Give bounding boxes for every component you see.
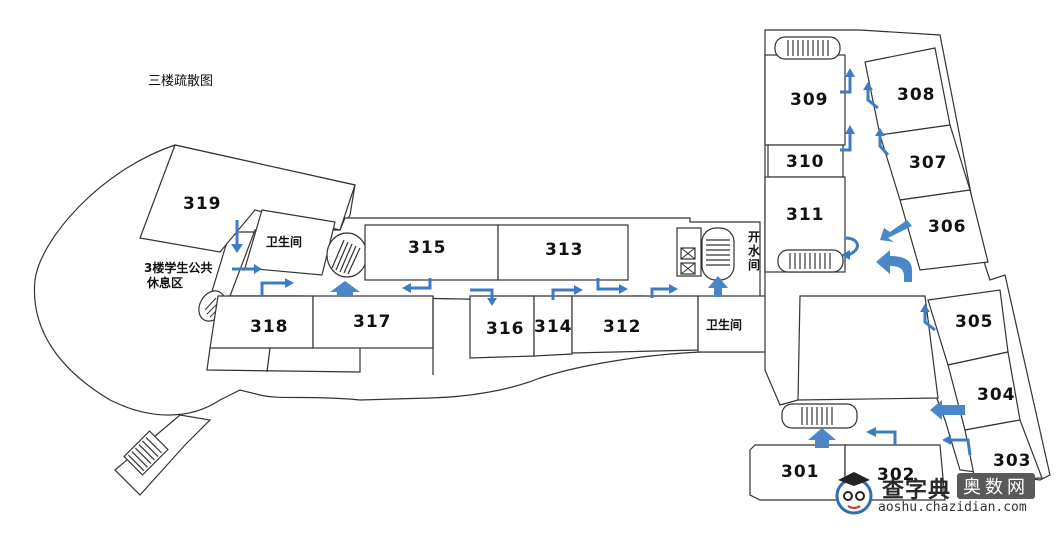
label-311: 311 <box>786 205 825 225</box>
watermark-name: 查字典 <box>882 478 952 503</box>
elevator-block <box>676 227 702 277</box>
label-lounge-1: 3楼学生公共 <box>144 260 212 275</box>
room-314 <box>533 295 573 357</box>
stair-center-west <box>326 232 368 278</box>
room-313 <box>497 224 629 281</box>
label-312: 312 <box>603 317 642 337</box>
label-lounge-2: 休息区 <box>146 275 183 290</box>
watermark-sub: 奥数网 <box>957 473 1035 499</box>
label-318: 318 <box>250 317 289 337</box>
stair-north <box>774 36 841 60</box>
label-water-2: 水 <box>748 243 761 258</box>
room-blank-east <box>797 295 939 401</box>
label-317: 317 <box>353 312 392 332</box>
label-310: 310 <box>786 152 825 172</box>
label-315: 315 <box>408 238 447 258</box>
label-305: 305 <box>955 312 994 332</box>
room-319 <box>139 144 356 253</box>
label-313: 313 <box>545 240 584 260</box>
stair-mid-east <box>777 249 844 273</box>
label-308: 308 <box>897 85 936 105</box>
label-319: 319 <box>183 194 222 214</box>
label-302: 302 <box>877 465 916 485</box>
mascot-icon <box>835 472 873 515</box>
label-toilet-right: 卫生间 <box>706 317 742 332</box>
label-309: 309 <box>790 90 829 110</box>
stair-center-east <box>701 227 735 281</box>
label-314: 314 <box>534 317 573 337</box>
evacuation-arrows <box>231 68 972 456</box>
label-316: 316 <box>486 319 525 339</box>
stair-south <box>781 403 858 429</box>
label-306: 306 <box>928 217 967 237</box>
room-303 <box>964 419 1043 481</box>
room-306 <box>899 189 989 271</box>
watermark: 查字典 奥数网 aoshu.chazidian.com <box>832 466 1054 524</box>
room-309 <box>764 54 846 146</box>
label-301: 301 <box>781 462 820 482</box>
toilet-right <box>697 295 767 353</box>
label-toilet-left: 卫生间 <box>266 234 302 249</box>
label-304: 304 <box>977 385 1016 405</box>
room-318-lower <box>206 347 361 373</box>
watermark-url: aoshu.chazidian.com <box>878 500 1027 515</box>
label-303: 303 <box>993 451 1032 471</box>
map-title: 三楼疏散图 <box>148 74 214 89</box>
stair-exit-sw <box>123 430 169 476</box>
label-water-3: 间 <box>748 257 760 272</box>
toilet-left <box>244 209 336 276</box>
room-317 <box>312 295 434 349</box>
label-307: 307 <box>909 153 948 173</box>
label-water-1: 开 <box>748 230 760 244</box>
